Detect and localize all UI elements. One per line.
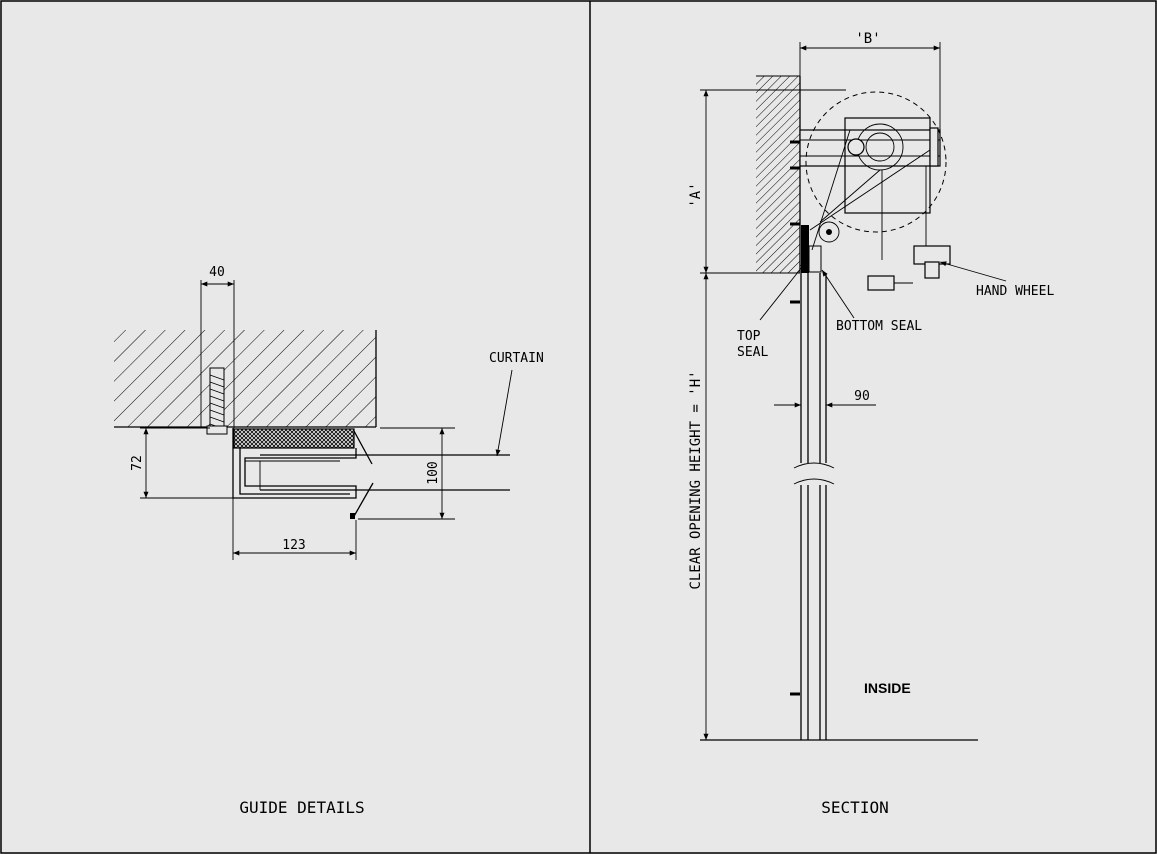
guide-details-view: 40 72 100 123 CURTAIN GUIDE DETA	[114, 265, 544, 817]
dimension-b-label: 'B'	[855, 31, 880, 47]
top-seal-callout: TOP SEAL	[737, 261, 807, 360]
guide-details-title: GUIDE DETAILS	[239, 798, 364, 817]
guide-channel	[232, 428, 374, 519]
section-title: SECTION	[821, 798, 888, 817]
dimension-90: 90	[774, 389, 876, 408]
drum-assembly	[799, 91, 947, 260]
bottom-seal-label: BOTTOM SEAL	[836, 319, 922, 334]
dimension-40-label: 40	[209, 265, 225, 280]
dimension-72: 72	[130, 427, 233, 499]
wall-hatch	[114, 330, 377, 428]
dimension-40: 40	[200, 265, 235, 428]
section-wall-hatch	[756, 75, 801, 273]
section-view: 'B' 'A' CLEAR OPENING HEIGHT = 'H' 90 HA…	[688, 31, 1054, 817]
dimension-123-label: 123	[282, 538, 305, 553]
hand-wheel-callout: HAND WHEEL	[939, 261, 1054, 299]
curtain-lines	[260, 454, 510, 491]
hand-wheel-label: HAND WHEEL	[976, 284, 1054, 299]
seal-assembly	[801, 221, 840, 273]
dimension-100-label: 100	[426, 461, 441, 484]
dimension-90-label: 90	[854, 389, 870, 404]
inside-label: INSIDE	[864, 680, 911, 696]
hand-wheel-assembly	[867, 245, 951, 291]
dimension-b: 'B'	[799, 31, 941, 132]
dimension-100: 100	[358, 427, 455, 520]
section-curtain	[793, 273, 835, 740]
bottom-seal-callout: BOTTOM SEAL	[821, 269, 922, 334]
top-seal-label-line2: SEAL	[737, 345, 768, 360]
dimension-123: 123	[232, 498, 357, 560]
top-seal-label-line1: TOP	[737, 329, 761, 344]
dimension-h-label: CLEAR OPENING HEIGHT = 'H'	[688, 370, 704, 589]
anchor-bolt	[206, 367, 228, 435]
dimension-a: 'A'	[688, 89, 846, 274]
dimension-a-label: 'A'	[688, 182, 704, 207]
curtain-callout: CURTAIN	[489, 351, 544, 457]
dimension-72-label: 72	[130, 455, 145, 471]
dimension-h: CLEAR OPENING HEIGHT = 'H'	[688, 273, 709, 740]
curtain-label: CURTAIN	[489, 351, 544, 366]
wall-bolts	[790, 140, 800, 696]
